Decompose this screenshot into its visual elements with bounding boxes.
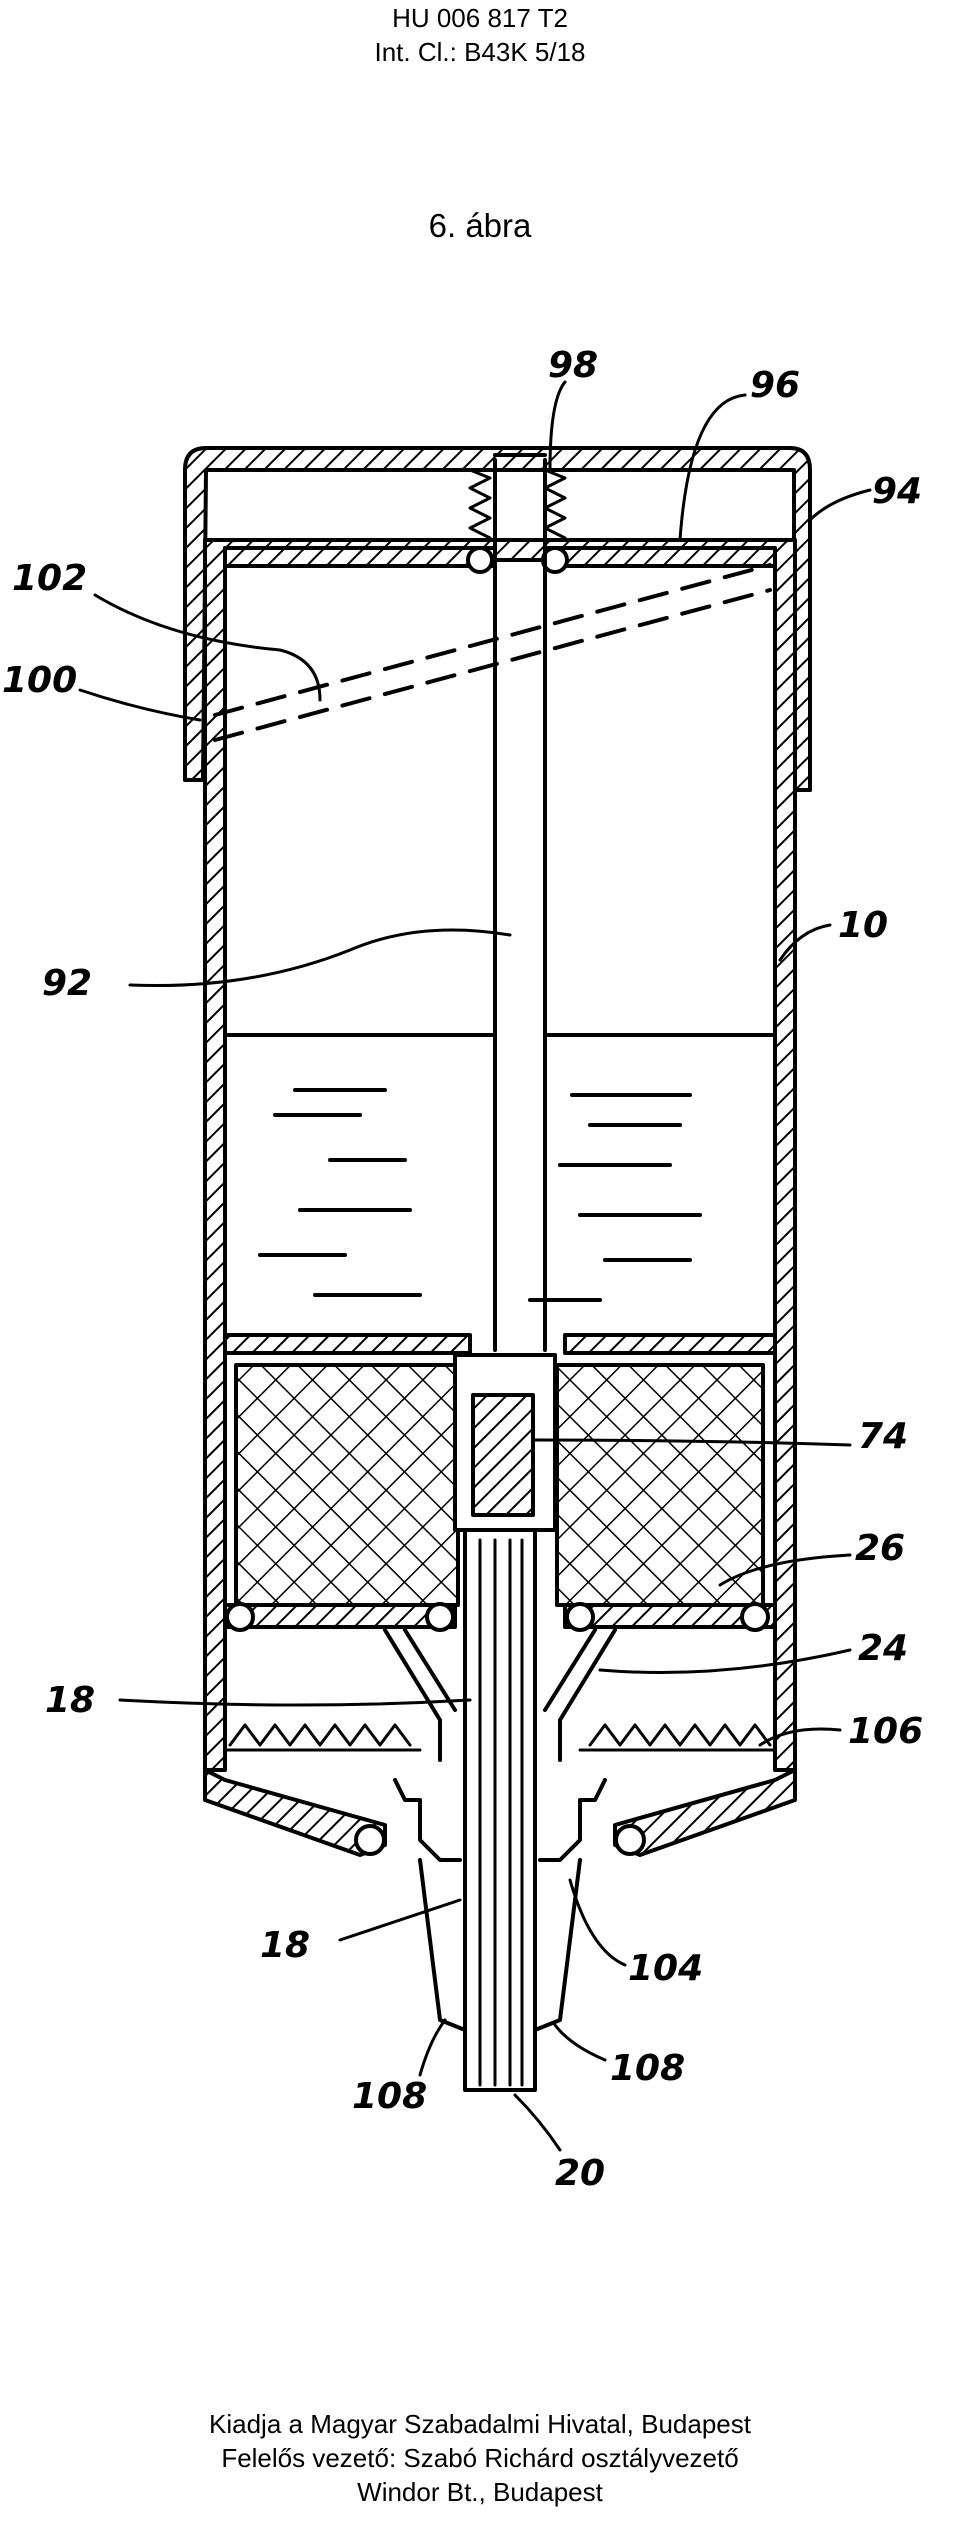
label-102: 102	[12, 558, 87, 599]
spring-106	[223, 1723, 777, 1752]
label-104: 104	[628, 1948, 703, 1989]
label-108-left: 108	[352, 2076, 427, 2117]
label-18-lower: 18	[260, 1925, 310, 1966]
label-106: 106	[848, 1711, 923, 1752]
label-94: 94	[872, 471, 922, 512]
label-74: 74	[858, 1416, 908, 1457]
label-10: 10	[838, 905, 888, 946]
classification: Int. Cl.: B43K 5/18	[374, 37, 586, 67]
bottom-housing	[203, 1768, 797, 1862]
dashed-surface-102	[213, 563, 772, 742]
label-92: 92	[42, 963, 92, 1004]
liquid	[226, 1033, 774, 1302]
funnel	[383, 1628, 617, 1762]
cap-94	[183, 446, 812, 792]
footer-printer: Windor Bt., Budapest	[357, 2477, 603, 2507]
label-24: 24	[858, 1628, 908, 1669]
spring-98	[468, 453, 567, 540]
label-20: 20	[555, 2153, 605, 2194]
lower-plate	[223, 1333, 777, 1355]
tip-104	[418, 1858, 582, 2032]
label-100: 100	[2, 660, 77, 701]
publication-number: HU 006 817 T2	[392, 3, 568, 33]
label-18-upper: 18	[45, 1680, 95, 1721]
container-10	[203, 538, 797, 1772]
figure-title: 6. ábra	[428, 207, 532, 244]
label-26: 26	[855, 1528, 905, 1569]
leader-lines	[78, 380, 872, 2152]
plug-74	[453, 1353, 557, 1532]
footer-publisher: Kiadja a Magyar Szabadalmi Hivatal, Buda…	[209, 2409, 751, 2439]
label-108-right: 108	[610, 2048, 685, 2089]
central-rod-92	[493, 458, 547, 1352]
wick-18	[463, 1528, 537, 2092]
label-98: 98	[548, 345, 598, 386]
plate-24	[223, 1602, 777, 1632]
label-96: 96	[750, 365, 800, 406]
footer-responsible: Felelős vezető: Szabó Richárd osztályvez…	[221, 2443, 739, 2473]
